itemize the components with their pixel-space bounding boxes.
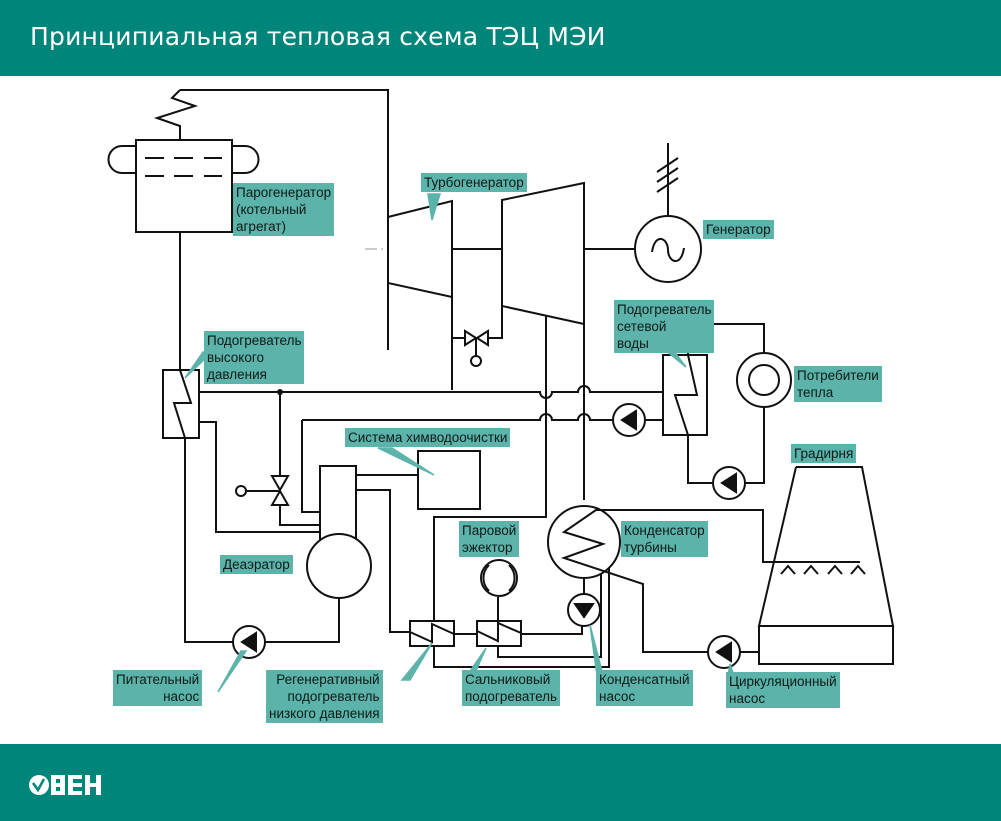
network-return-pump xyxy=(712,466,746,500)
network-pump-symbol xyxy=(612,403,646,437)
hp-heater-symbol xyxy=(162,369,200,439)
steam-generator xyxy=(107,89,260,233)
condensate-pump-symbol xyxy=(567,593,601,627)
oven-logo xyxy=(29,775,101,795)
page-title: Принципиальная тепловая схема ТЭЦ МЭИ xyxy=(30,22,606,51)
label-circulation-pump: Циркуляционный насос xyxy=(726,672,840,708)
label-gland-heater: Сальниковый подогреватель xyxy=(462,670,561,706)
label-generator: Генератор xyxy=(703,220,774,239)
label-condenser: Конденсатор турбины xyxy=(621,521,708,557)
header-bar: Принципиальная тепловая схема ТЭЦ МЭИ xyxy=(0,0,1001,76)
label-water-treatment: Система химводоочистки xyxy=(345,428,511,447)
generator-symbol xyxy=(634,143,702,283)
turbine-lp xyxy=(501,181,585,326)
label-heat-consumers: Потребители тепла xyxy=(794,366,882,402)
label-feed-pump: Питательный насос xyxy=(113,670,203,706)
network-heater-symbol xyxy=(662,323,765,484)
label-steam-generator: Парогенератор (котельный агрегат) xyxy=(233,183,335,236)
feed-pump-symbol xyxy=(232,625,266,659)
turbine-valve xyxy=(464,329,489,367)
footer-bar xyxy=(0,744,1001,821)
cooling-tower-symbol xyxy=(757,466,895,665)
label-turbogenerator: Турбогенератор xyxy=(421,173,527,192)
thermal-scheme-diagram xyxy=(107,89,895,693)
lp-heater-symbol xyxy=(409,620,455,647)
gland-heater-symbol xyxy=(476,620,522,647)
label-deaerator: Деаэратор xyxy=(220,555,293,574)
heat-consumers-symbol xyxy=(736,352,792,408)
label-steam-ejector: Паровой эжектор xyxy=(459,521,520,557)
water-treatment-box xyxy=(417,450,481,510)
circulation-pump-symbol xyxy=(707,635,741,669)
label-cooling-tower: Градирня xyxy=(791,444,857,463)
deaerator-symbol xyxy=(306,465,372,599)
label-network-heater: Подогреватель сетевой воды xyxy=(614,300,715,353)
deaerator-valve xyxy=(235,475,290,506)
label-condensate-pump: Конденсатный насос xyxy=(596,670,693,706)
turbine-hp xyxy=(387,199,453,299)
label-hp-heater: Подогреватель высокого давления xyxy=(204,331,305,384)
label-lp-heater: Регенеративный подогреватель низкого дав… xyxy=(266,670,383,723)
steam-ejector-symbol xyxy=(480,559,518,597)
